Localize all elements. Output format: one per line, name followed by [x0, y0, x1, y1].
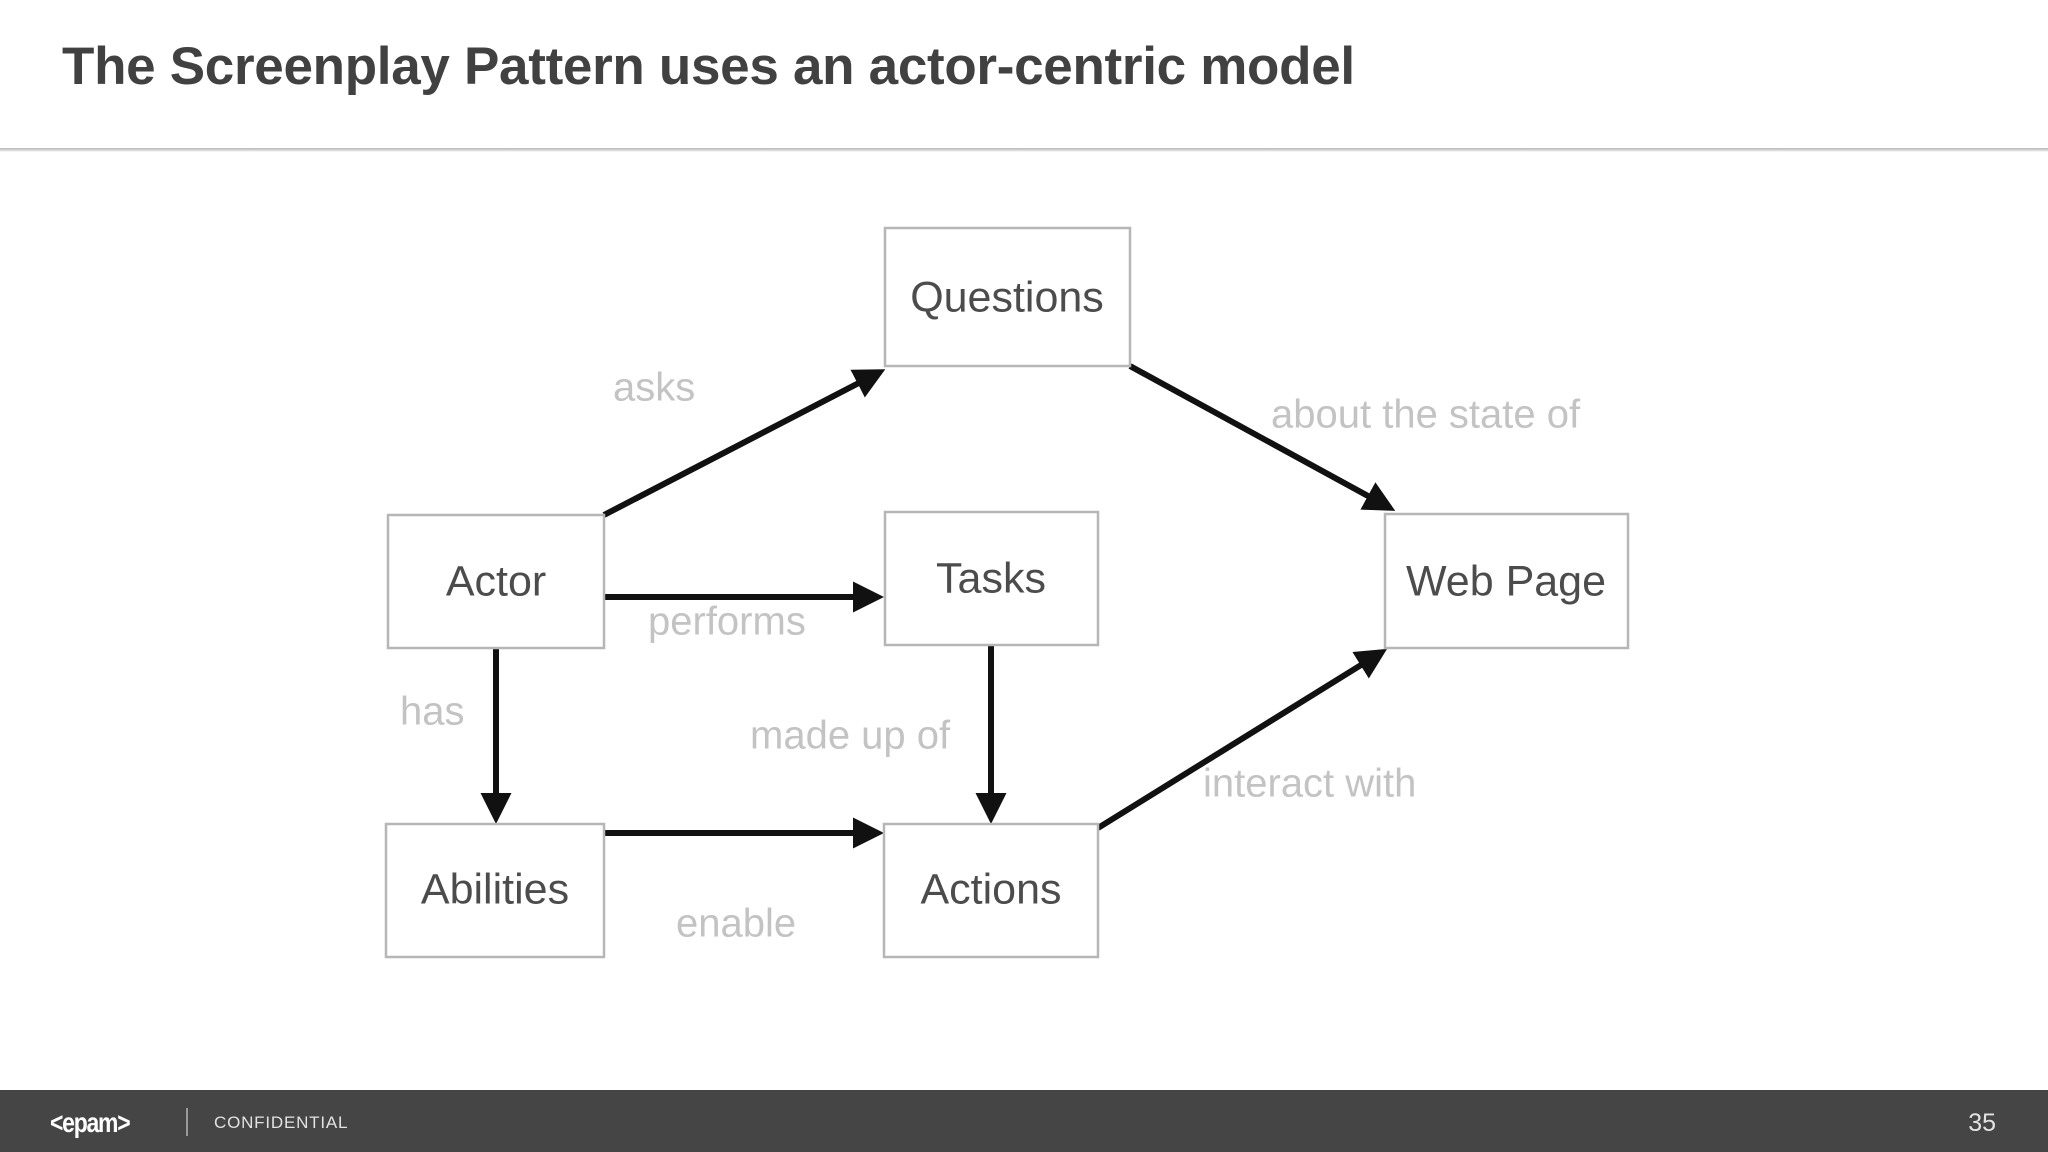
node-tasks-box: [883, 510, 1100, 647]
screenplay-pattern-diagram: Questions Actor Tasks Web Page: [0, 150, 2048, 1080]
edge-label-asks: asks: [613, 366, 695, 410]
edge-label-made-up-of: made up of: [750, 714, 951, 758]
page-title: The Screenplay Pattern uses an actor-cen…: [62, 37, 1355, 96]
node-questions-box: [883, 226, 1132, 368]
edge-label-has: has: [400, 690, 465, 734]
node-actor-label: Actor: [446, 557, 546, 605]
node-abilities[interactable]: Abilities: [384, 822, 606, 959]
node-webpage-label: Web Page: [1406, 557, 1606, 605]
edge-label-performs: performs: [648, 600, 806, 644]
node-actions[interactable]: Actions: [882, 822, 1100, 959]
node-questions-label: Questions: [910, 273, 1104, 321]
diagram-nodes: Questions Actor Tasks Web Page: [384, 226, 1630, 959]
slide-footer: <epam> CONFIDENTIAL 35: [0, 1090, 2048, 1152]
edge-label-enable: enable: [676, 902, 796, 946]
diagram-edge-labels: asks about the state of performs has mad…: [400, 366, 1581, 946]
edge-actions-webpage: [1096, 648, 1388, 831]
node-actor[interactable]: Actor: [386, 513, 606, 650]
confidential-label: CONFIDENTIAL: [214, 1113, 349, 1132]
slide-header: The Screenplay Pattern uses an actor-cen…: [0, 0, 2048, 152]
node-webpage-box: [1383, 512, 1630, 650]
node-actions-label: Actions: [920, 865, 1061, 913]
node-tasks[interactable]: Tasks: [883, 510, 1100, 647]
title-divider: [0, 148, 2048, 152]
footer-divider: [186, 1108, 188, 1136]
page-number: 35: [1968, 1109, 1996, 1137]
epam-logo: <epam>: [50, 1107, 131, 1138]
node-abilities-label: Abilities: [421, 865, 569, 913]
edge-label-about-the-state-of: about the state of: [1271, 393, 1581, 437]
diagram-edges: [480, 363, 1396, 849]
node-tasks-label: Tasks: [936, 554, 1046, 602]
node-webpage[interactable]: Web Page: [1383, 512, 1630, 650]
node-actor-box: [386, 513, 606, 650]
node-abilities-box: [384, 822, 606, 959]
node-questions[interactable]: Questions: [883, 226, 1132, 368]
node-actions-box: [882, 822, 1100, 959]
edge-actor-questions: [602, 369, 886, 518]
edge-questions-webpage: [1128, 363, 1396, 511]
edge-label-interact-with: interact with: [1203, 762, 1416, 806]
